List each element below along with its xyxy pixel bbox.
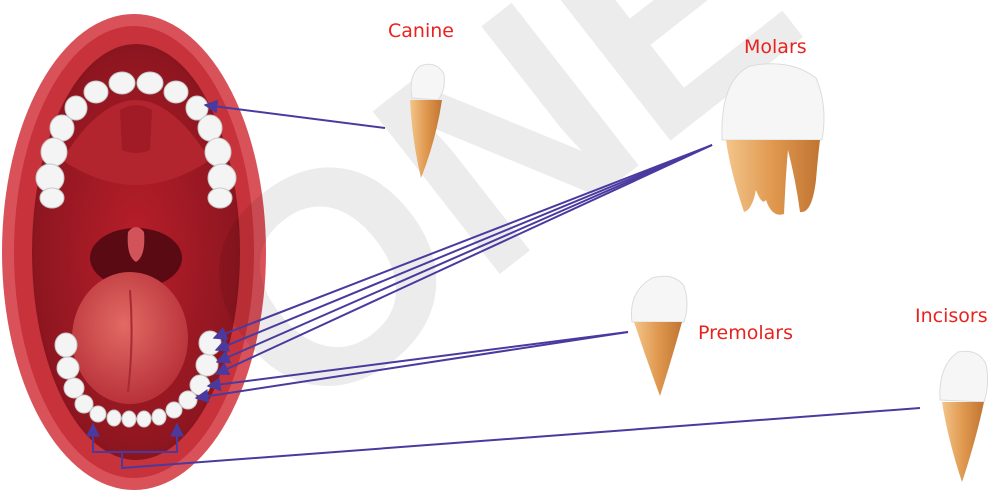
incisor-tooth	[940, 351, 988, 482]
label-molars: Molars	[744, 36, 807, 58]
label-incisors: Incisors	[915, 305, 988, 327]
watermark-text: ONE NATION	[133, 0, 999, 480]
watermark: ONE NATION	[133, 0, 999, 480]
label-canine: Canine	[388, 20, 454, 42]
molar-tooth	[722, 64, 824, 215]
incisor-arrow	[122, 408, 920, 468]
palate-ridge	[120, 105, 152, 153]
label-premolars: Premolars	[698, 322, 793, 344]
premolar-tooth	[631, 276, 687, 396]
